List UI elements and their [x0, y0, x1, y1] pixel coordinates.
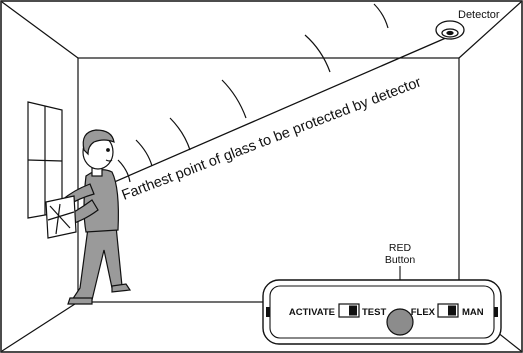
person-legs — [70, 225, 123, 301]
switch-knob — [448, 305, 456, 316]
red-button[interactable] — [386, 308, 414, 336]
sound-wave-arc — [304, 34, 331, 73]
detector-label: Detector — [458, 9, 500, 21]
person-figure — [45, 129, 132, 305]
activate-test-switch[interactable] — [338, 303, 360, 318]
person-shoe-right — [111, 283, 132, 293]
switch-knob — [349, 305, 357, 316]
flex-man-switch[interactable] — [437, 303, 459, 318]
glass-crack — [47, 211, 75, 221]
person-hair — [82, 129, 115, 156]
red-button-label-line1: RED — [389, 242, 412, 254]
test-label: TEST — [362, 307, 386, 318]
person-eye — [106, 148, 110, 152]
sound-wave-arc — [221, 79, 247, 119]
sound-waves — [117, 3, 389, 183]
sound-wave-arc — [373, 3, 389, 29]
mounting-slot-left — [266, 307, 270, 317]
activate-label: ACTIVATE — [289, 307, 335, 318]
flex-label: FLEX — [411, 307, 436, 318]
sound-wave-arc — [117, 159, 131, 183]
person-torso — [83, 169, 119, 233]
glass-pane — [45, 195, 77, 239]
window-mullion-horizontal — [27, 159, 63, 162]
red-button-label-line2: Button — [385, 254, 416, 266]
control-panel: ACTIVATE TEST FLEX MAN — [262, 279, 502, 345]
glass-crack — [49, 205, 71, 229]
window — [27, 101, 63, 219]
person-mouth — [105, 159, 113, 162]
sound-wave-arc — [169, 117, 191, 151]
sightline-arrow-shaft — [81, 33, 456, 197]
sound-wave-arc — [135, 139, 153, 167]
mounting-slot-right — [494, 307, 498, 317]
man-label: MAN — [462, 307, 484, 318]
person-shoe-left — [67, 297, 93, 305]
detector-center — [446, 30, 454, 36]
glass-crack — [55, 203, 61, 235]
corner-edge-bottom-left — [1, 301, 79, 352]
corner-edge-top-right — [458, 1, 522, 59]
detector-icon — [435, 20, 465, 40]
corner-edge-top-left — [1, 1, 79, 59]
